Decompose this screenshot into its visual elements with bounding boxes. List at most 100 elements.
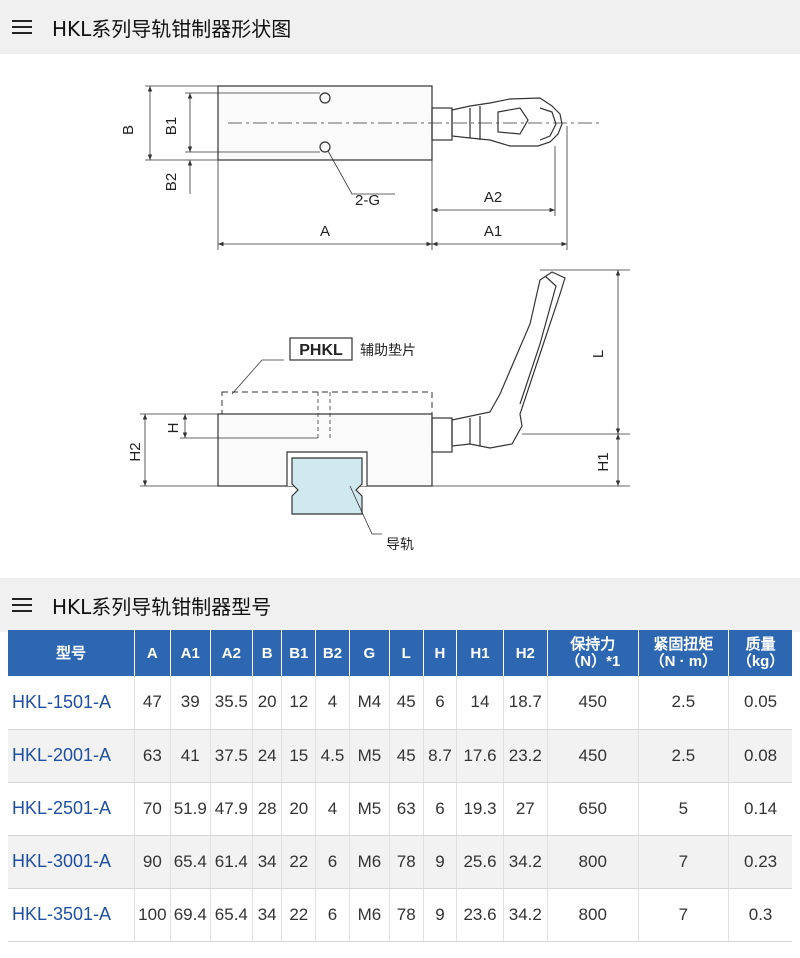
value-cell: 9 (423, 835, 458, 889)
column-header: B1 (281, 630, 317, 676)
column-header: 质量 （kg） (728, 630, 792, 676)
label-A1: A1 (484, 223, 502, 240)
top-view-labels: B B1 B2 2-G A A1 A2 (120, 117, 502, 240)
model-cell: HKL-3501-A (8, 888, 135, 942)
value-cell: 6 (315, 835, 350, 889)
value-cell: 63 (134, 729, 171, 783)
section-header-models: HKL系列导轨钳制器型号 (0, 578, 800, 632)
value-cell: 65.4 (210, 888, 253, 942)
value-cell: 6 (423, 676, 458, 730)
value-cell: 17.6 (456, 729, 504, 783)
column-header: H1 (456, 630, 504, 676)
value-cell: 45 (389, 729, 424, 783)
value-cell: 19.3 (456, 782, 504, 836)
value-cell: 15 (281, 729, 317, 783)
value-cell: 4 (315, 782, 350, 836)
value-cell: 0.3 (728, 888, 792, 942)
menu-icon (12, 19, 32, 35)
value-cell: 39 (170, 676, 211, 730)
section-title-shape: HKL系列导轨钳制器形状图 (52, 16, 292, 41)
value-cell: 23.2 (503, 729, 548, 783)
column-header: H2 (503, 630, 548, 676)
value-cell: 0.05 (728, 676, 792, 730)
phkl-box (289, 337, 353, 361)
label-phkl-note: 辅助垫片 (360, 342, 416, 358)
value-cell: 7 (638, 835, 730, 889)
value-cell: 27 (503, 782, 548, 836)
clamp-shape-drawing: B B1 B2 2-G A A1 A2 (120, 85, 630, 552)
label-rail: 导轨 (386, 536, 414, 552)
value-cell: 51.9 (170, 782, 211, 836)
value-cell: 47 (134, 676, 171, 730)
section-title-models: HKL系列导轨钳制器型号 (52, 594, 272, 619)
value-cell: 4 (315, 676, 350, 730)
value-cell: 65.4 (170, 835, 211, 889)
value-cell: 90 (134, 835, 171, 889)
label-A2: A2 (484, 189, 502, 206)
column-header: A1 (170, 630, 211, 676)
value-cell: M6 (349, 835, 390, 889)
value-cell: 2.5 (638, 676, 730, 730)
menu-icon (12, 597, 32, 613)
top-view-dimensions (145, 85, 568, 250)
value-cell: 22 (281, 888, 317, 942)
value-cell: 20 (252, 676, 283, 730)
value-cell: 45 (389, 676, 424, 730)
label-L: L (590, 350, 607, 358)
value-cell: 12 (281, 676, 317, 730)
value-cell: 28 (252, 782, 283, 836)
model-cell: HKL-1501-A (8, 676, 135, 730)
label-H: H (165, 423, 182, 434)
column-header: B (252, 630, 283, 676)
column-header: 紧固扭矩 （N · m） (638, 630, 730, 676)
column-header: H (423, 630, 458, 676)
value-cell: 4.5 (315, 729, 350, 783)
value-cell: 41 (170, 729, 211, 783)
value-cell: M5 (349, 729, 390, 783)
value-cell: 650 (547, 782, 639, 836)
column-header: G (349, 630, 390, 676)
value-cell: 20 (281, 782, 317, 836)
value-cell: 0.23 (728, 835, 792, 889)
value-cell: 14 (456, 676, 504, 730)
value-cell: 63 (389, 782, 424, 836)
value-cell: 24 (252, 729, 283, 783)
value-cell: 7 (638, 888, 730, 942)
value-cell: M5 (349, 782, 390, 836)
label-H1: H1 (595, 452, 612, 471)
value-cell: 6 (315, 888, 350, 942)
value-cell: 47.9 (210, 782, 253, 836)
value-cell: 9 (423, 888, 458, 942)
value-cell: 34 (252, 888, 283, 942)
value-cell: 78 (389, 888, 424, 942)
value-cell: 450 (547, 676, 639, 730)
column-header: L (389, 630, 424, 676)
value-cell: 0.08 (728, 729, 792, 783)
value-cell: 78 (389, 835, 424, 889)
label-phkl: PHKL (299, 342, 343, 359)
value-cell: 800 (547, 888, 639, 942)
side-view-dimensions (140, 269, 630, 535)
value-cell: 35.5 (210, 676, 253, 730)
value-cell: 34.2 (503, 835, 548, 889)
side-view-labels: H2 H L H1 PHKL 辅助垫片 导轨 (127, 337, 612, 552)
value-cell: 25.6 (456, 835, 504, 889)
model-cell: HKL-3001-A (8, 835, 135, 889)
value-cell: 2.5 (638, 729, 730, 783)
column-header: 保持力 （N）*1 (547, 630, 639, 676)
value-cell: 61.4 (210, 835, 253, 889)
value-cell: M6 (349, 888, 390, 942)
value-cell: 18.7 (503, 676, 548, 730)
label-B: B (120, 125, 137, 135)
value-cell: 6 (423, 782, 458, 836)
value-cell: 37.5 (210, 729, 253, 783)
top-view (217, 85, 600, 161)
